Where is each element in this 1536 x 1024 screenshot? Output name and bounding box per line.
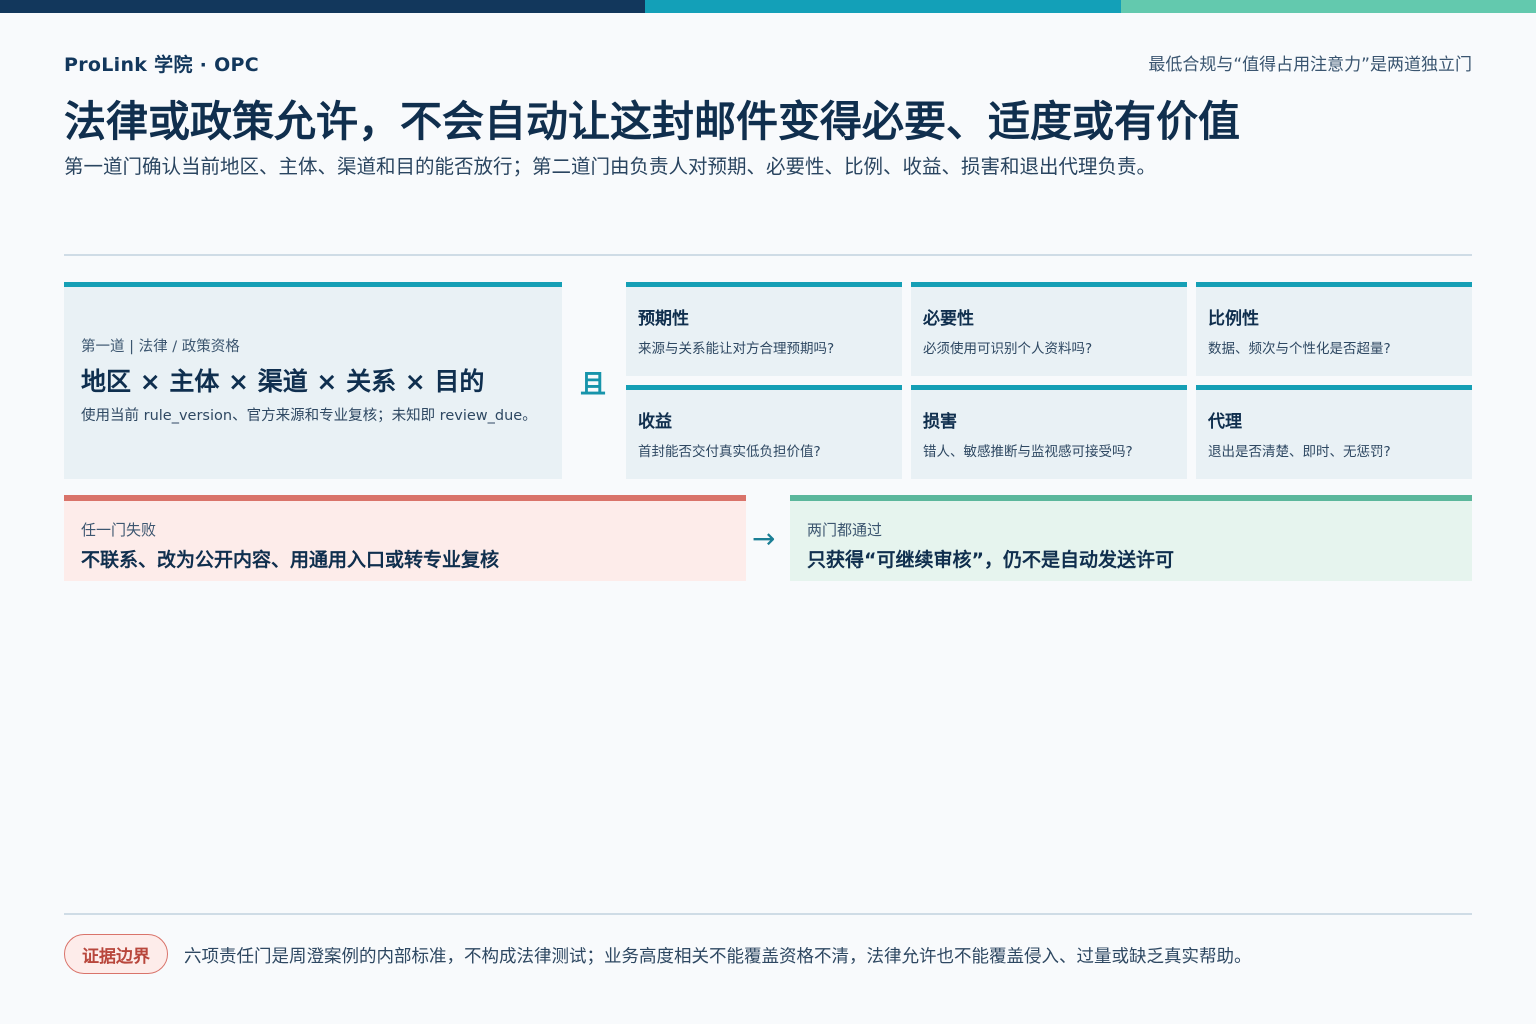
- gate-one-formula: 地区 × 主体 × 渠道 × 关系 × 目的: [81, 367, 485, 396]
- criterion-card-proportionality: 比例性 数据、频次与个性化是否超量?: [1196, 282, 1472, 376]
- arrow-right-icon: →: [752, 522, 776, 555]
- criterion-question: 来源与关系能让对方合理预期吗?: [638, 341, 835, 357]
- criterion-card-expectation: 预期性 来源与关系能让对方合理预期吗?: [626, 282, 902, 376]
- gate-one-note: 使用当前 rule_version、官方来源和专业复核；未知即 review_d…: [81, 408, 537, 424]
- accent-segment-navy: [0, 0, 645, 13]
- outcome-fail-action: 不联系、改为公开内容、用通用入口或转专业复核: [81, 549, 500, 571]
- criterion-question: 退出是否清楚、即时、无惩罚?: [1208, 444, 1391, 460]
- divider-top: [64, 254, 1472, 256]
- criterion-name: 代理: [1208, 412, 1242, 432]
- criterion-card-benefit: 收益 首封能否交付真实低负担价值?: [626, 385, 902, 479]
- criterion-card-necessity: 必要性 必须使用可识别个人资料吗?: [911, 282, 1187, 376]
- outcome-pass-label: 两门都通过: [807, 521, 883, 539]
- criterion-question: 数据、频次与个性化是否超量?: [1208, 341, 1391, 357]
- page-subtitle: 第一道门确认当前地区、主体、渠道和目的能否放行；第二道门由负责人对预期、必要性、…: [64, 155, 1157, 178]
- gate-one-card: 第一道 | 法律 / 政策资格 地区 × 主体 × 渠道 × 关系 × 目的 使…: [64, 282, 562, 479]
- divider-bottom: [64, 913, 1472, 915]
- top-accent-bar: [0, 0, 1536, 13]
- accent-segment-mint: [1121, 0, 1536, 13]
- criterion-name: 必要性: [923, 309, 974, 329]
- and-connector: 且: [580, 370, 607, 400]
- tagline: 最低合规与“值得占用注意力”是两道独立门: [1148, 55, 1472, 75]
- criterion-name: 损害: [923, 412, 957, 432]
- criterion-question: 错人、敏感推断与监视感可接受吗?: [923, 444, 1133, 460]
- criterion-card-harm: 损害 错人、敏感推断与监视感可接受吗?: [911, 385, 1187, 479]
- criterion-name: 收益: [638, 412, 672, 432]
- outcome-pass-card: 两门都通过 只获得“可继续审核”，仍不是自动发送许可: [790, 495, 1472, 581]
- accent-segment-teal: [645, 0, 1121, 13]
- criterion-question: 首封能否交付真实低负担价值?: [638, 444, 821, 460]
- gate-one-kicker: 第一道 | 法律 / 政策资格: [81, 339, 240, 355]
- criterion-name: 预期性: [638, 309, 689, 329]
- footer-note: 六项责任门是周澄案例的内部标准，不构成法律测试；业务高度相关不能覆盖资格不清，法…: [184, 947, 1252, 967]
- outcome-fail-label: 任一门失败: [81, 521, 157, 539]
- criterion-card-agency: 代理 退出是否清楚、即时、无惩罚?: [1196, 385, 1472, 479]
- page-title: 法律或政策允许，不会自动让这封邮件变得必要、适度或有价值: [64, 97, 1241, 146]
- outcome-pass-action: 只获得“可继续审核”，仍不是自动发送许可: [807, 549, 1174, 571]
- evidence-boundary-badge: 证据边界: [64, 934, 168, 974]
- brand-label: ProLink 学院 · OPC: [64, 54, 260, 76]
- criterion-question: 必须使用可识别个人资料吗?: [923, 341, 1093, 357]
- criterion-name: 比例性: [1208, 309, 1259, 329]
- outcome-fail-card: 任一门失败 不联系、改为公开内容、用通用入口或转专业复核: [64, 495, 746, 581]
